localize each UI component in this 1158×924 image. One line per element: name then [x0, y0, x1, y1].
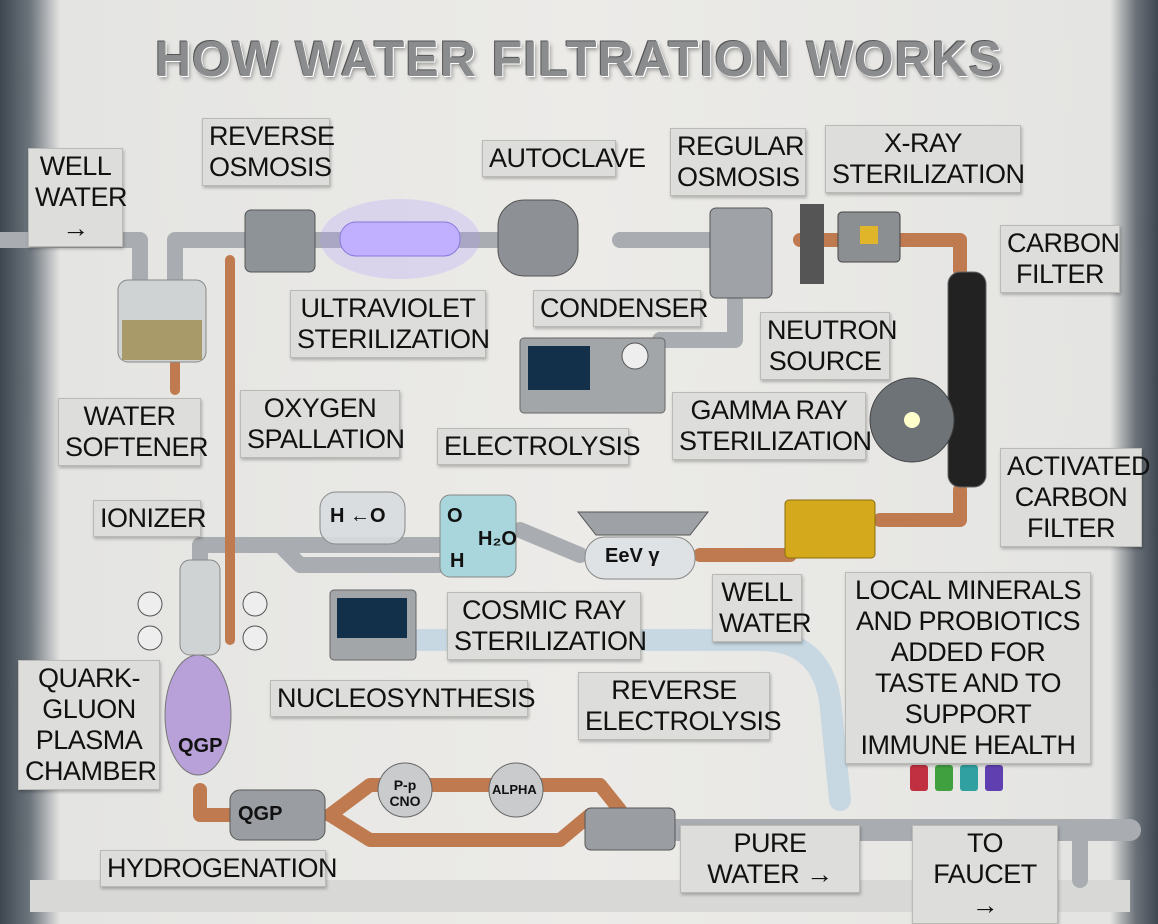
vial-red [910, 765, 928, 791]
hydrogen-text: H [450, 550, 465, 572]
spallation-text: H ←O [330, 505, 386, 527]
control-panel-screen [528, 346, 590, 390]
cosmic-ray-collector [576, 511, 710, 536]
pp-cno-text: P-p CNO [389, 777, 421, 809]
label-well-water-2: WELL WATER [712, 574, 812, 642]
pp-cno-reactor [377, 762, 433, 818]
label-to-faucet: TO FAUCET → [912, 825, 1058, 924]
vial-icon [910, 765, 1003, 791]
label-neutron-source: NEUTRON SOURCE [760, 312, 898, 380]
autoclave-tank [497, 199, 579, 277]
label-well-water-in: WELL WATER → [28, 148, 128, 247]
label-reverse-osmosis: REVERSE OSMOSIS [202, 118, 335, 186]
vial-teal [960, 765, 978, 791]
label-regular-osmosis: REGULAR OSMOSIS [670, 128, 806, 196]
oxygen-text: O [447, 505, 463, 527]
osmosis-filter [709, 207, 773, 299]
radiation-icon [860, 226, 878, 244]
reverse-electrolysis-coil [584, 807, 676, 851]
label-autoclave: AUTOCLAVE [482, 140, 646, 177]
neutron-core-glow [904, 412, 920, 428]
softener-media [122, 320, 202, 360]
label-ionizer: IONIZER [93, 500, 207, 537]
cosmic-ray-chamber [584, 536, 696, 580]
label-xray-sterilization: X-RAY STERILIZATION [825, 125, 1025, 193]
label-electrolysis: ELECTROLYSIS [437, 428, 641, 465]
oxygen-spallation-chamber [319, 491, 406, 545]
label-nucleosynthesis: NUCLEOSYNTHESIS [270, 680, 536, 717]
label-carbon-filter: CARBON FILTER [1000, 225, 1120, 293]
label-cosmic-ray-sterilization: COSMIC RAY STERILIZATION [447, 592, 647, 660]
gauge-icon [242, 591, 268, 617]
gauge-icon [621, 342, 649, 370]
vial-green [935, 765, 953, 791]
uv-lamp [339, 221, 461, 257]
vial-purple [985, 765, 1003, 791]
gauge-icon [137, 625, 163, 651]
hydrogenation-unit [229, 789, 326, 841]
label-uv-sterilization: ULTRAVIOLET STERILIZATION [290, 290, 490, 358]
qgp-chamber-text: QGP [178, 735, 223, 757]
uv-glow [320, 199, 480, 279]
control-panel-screen [337, 598, 407, 638]
eev-gamma-text: EeV γ [605, 545, 660, 567]
xray-shield-plate [800, 204, 824, 284]
label-pure-water: PURE WATER → [680, 825, 860, 893]
h2o-text: H₂O [478, 528, 517, 550]
alpha-text: ALPHA [492, 782, 537, 797]
label-gamma-ray-sterilization: GAMMA RAY STERILIZATION [672, 392, 872, 460]
label-activated-carbon-filter: ACTIVATED CARBON FILTER [1000, 448, 1151, 547]
label-water-softener: WATER SOFTENER [58, 398, 209, 466]
carbon-filter-column [947, 271, 987, 488]
reverse-osmosis-unit [244, 209, 316, 273]
alpha-reactor [488, 762, 544, 818]
page-title: HOW WATER FILTRATION WORKS [154, 31, 1004, 87]
gamma-ray-unit [784, 499, 876, 559]
label-hydrogenation: HYDROGENATION [100, 850, 338, 887]
label-condenser: CONDENSER [533, 290, 709, 327]
gauge-icon [242, 625, 268, 651]
electrolysis-tank [439, 494, 517, 578]
gauge-icon [137, 591, 163, 617]
qgp-hydrogenation-text: QGP [238, 803, 283, 825]
copper-pipes [170, 233, 967, 847]
ionizer-unit [179, 559, 221, 656]
label-reverse-electrolysis: REVERSE ELECTROLYSIS [578, 672, 782, 740]
label-qgp-chamber: QUARK-GLUON PLASMA CHAMBER [18, 660, 160, 790]
label-minerals-probiotics: LOCAL MINERALS AND PROBIOTICS ADDED FOR … [845, 572, 1091, 764]
label-oxygen-spallation: OXYGEN SPALLATION [240, 390, 405, 458]
